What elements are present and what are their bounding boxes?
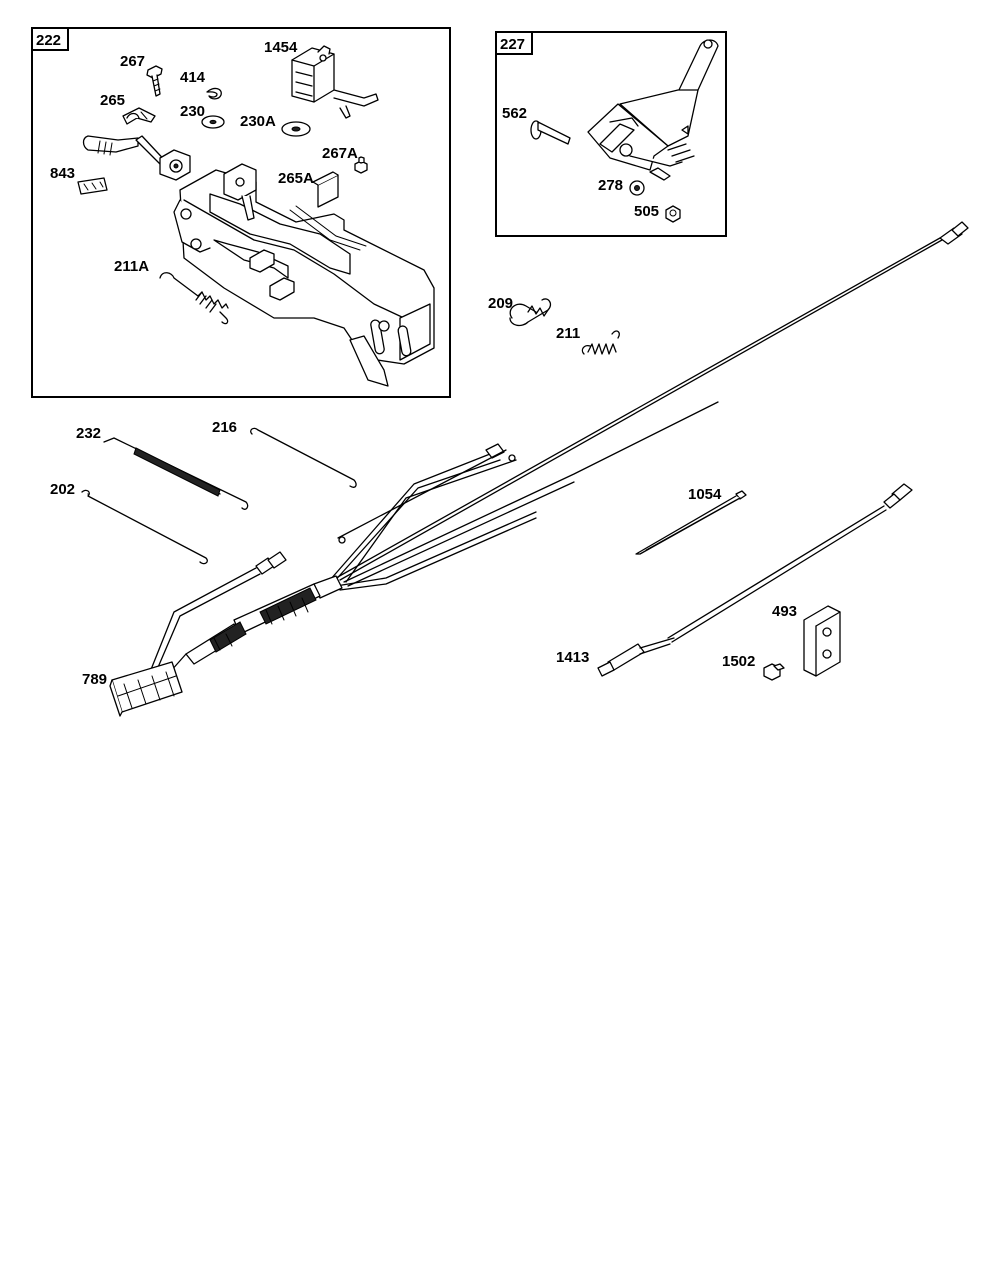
link-spring-232[interactable] [103, 437, 249, 510]
nut-267A[interactable] [354, 156, 368, 174]
callout-1054: 1054 [688, 486, 722, 503]
screw-267[interactable] [146, 65, 163, 97]
callout-267A: 267A [322, 145, 358, 162]
callout-211A: 211A [114, 258, 149, 275]
callout-265A: 265A [278, 170, 314, 187]
group-222-label: 222 [36, 32, 61, 49]
washer-230A[interactable] [281, 121, 311, 137]
harness-grommet [259, 587, 317, 625]
callout-1413: 1413 [556, 649, 589, 666]
clip-265[interactable] [122, 107, 156, 125]
cable-1413[interactable] [597, 483, 913, 677]
callout-1454: 1454 [264, 39, 298, 56]
link-rod-216[interactable] [250, 427, 357, 488]
callout-230: 230 [180, 103, 205, 120]
bolt-562[interactable] [530, 120, 571, 145]
group-227-tag [495, 31, 533, 55]
callout-209: 209 [488, 295, 513, 312]
callout-211: 211 [556, 325, 580, 342]
spring-211A[interactable] [159, 272, 229, 325]
callout-216: 216 [212, 419, 237, 436]
group-227-frame [495, 31, 727, 237]
cable-tie-1054[interactable] [635, 490, 747, 555]
callout-562: 562 [502, 105, 527, 122]
callout-278: 278 [598, 177, 623, 194]
callout-202: 202 [50, 481, 75, 498]
callout-230A: 230A [240, 113, 276, 130]
group-227: 227 [495, 31, 727, 237]
callout-789: 789 [82, 671, 107, 688]
clip-843[interactable] [77, 177, 108, 195]
callout-414: 414 [180, 69, 206, 86]
callout-232: 232 [76, 425, 101, 442]
governor-lever-bracket[interactable] [587, 39, 719, 181]
screw-1502[interactable] [763, 663, 785, 681]
control-bracket-1454[interactable] [291, 45, 379, 119]
clip-414[interactable] [206, 87, 222, 100]
callout-265: 265 [100, 92, 125, 109]
washer-278[interactable] [629, 180, 645, 196]
bracket-265A[interactable] [312, 171, 339, 208]
callout-267: 267 [120, 53, 145, 70]
group-222-frame [31, 27, 451, 398]
wiring-harness-789[interactable] [109, 221, 969, 717]
group-222-tag [31, 27, 69, 51]
group-222: 222 [31, 27, 451, 398]
callout-labels: 267 414 1454 265 230 230A 267A 843 265A … [50, 39, 797, 688]
throttle-control-bracket[interactable] [82, 135, 435, 387]
harness-plug [109, 661, 183, 717]
spring-211[interactable] [581, 330, 620, 355]
callout-505: 505 [634, 203, 659, 220]
washer-230[interactable] [201, 115, 225, 129]
nut-505[interactable] [665, 205, 681, 223]
callout-843: 843 [50, 165, 75, 182]
bracket-493[interactable] [803, 605, 841, 677]
callout-1502: 1502 [722, 653, 755, 670]
link-rod-202[interactable] [81, 489, 208, 565]
spring-209[interactable] [509, 298, 552, 327]
callout-493: 493 [772, 603, 797, 620]
group-227-label: 227 [500, 36, 525, 53]
